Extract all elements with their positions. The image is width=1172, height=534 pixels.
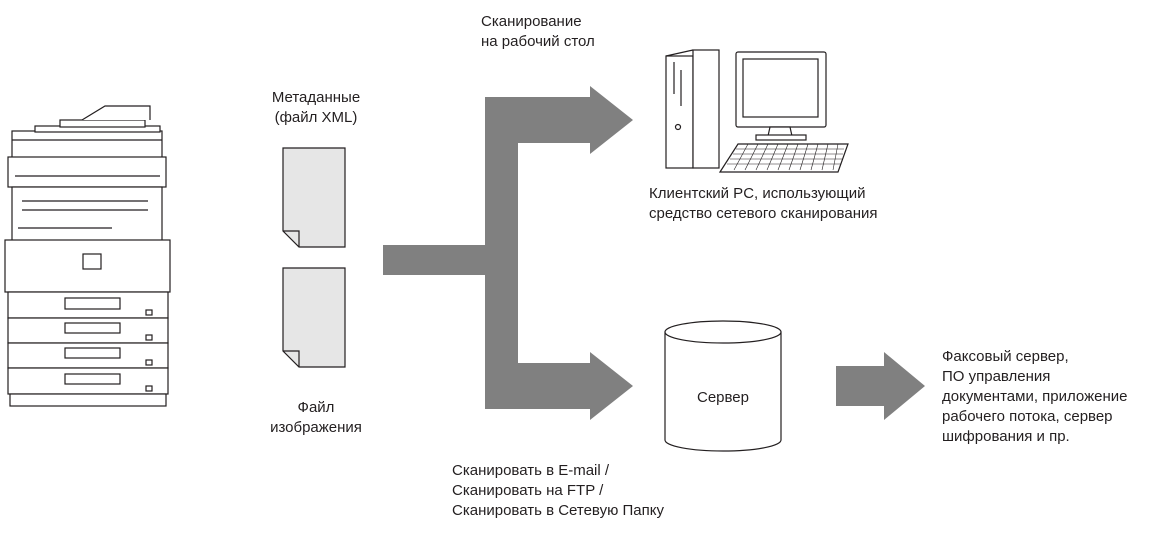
image-file-label-line-2: изображения [270,419,362,436]
client-pc-label-line-1: Клиентский PC, использующий [649,185,866,202]
metadata-document-icon [282,147,346,248]
downstream-label-line-5: шифрования и пр. [942,428,1070,445]
flow-arrows [383,86,925,420]
downstream-label-line-3: документами, приложение [942,388,1128,405]
scan-methods-label: Сканировать в E-mail / Сканировать на FT… [452,461,664,521]
downstream-label: Факсовый сервер, ПО управления документа… [942,347,1128,447]
image-document-icon [282,267,346,368]
scan-to-desktop-label-line-1: Сканирование [481,13,582,30]
server-cylinder-icon [664,320,782,452]
scan-to-desktop-label-line-2: на рабочий стол [481,33,595,50]
scan-methods-label-line-3: Сканировать в Сетевую Папку [452,502,664,519]
metadata-label-line-1: Метаданные [271,89,361,106]
server-to-apps-arrow [836,352,925,420]
client-pc-label: Клиентский PC, использующий средство сет… [649,184,877,224]
downstream-label-line-2: ПО управления [942,368,1051,385]
client-pc-label-line-2: средство сетевого сканирования [649,205,878,222]
image-file-label-line-1: Файл [297,399,335,416]
server-label: Сервер [696,389,749,406]
scan-methods-label-line-2: Сканировать на FTP / [452,482,604,499]
main-branch-arrow [383,86,633,420]
scan-to-desktop-label: Сканирование на рабочий стол [481,12,595,52]
metadata-label: Метаданные (файл XML) [256,88,376,128]
downstream-label-line-4: рабочего потока, сервер [942,408,1113,425]
metadata-label-line-2: (файл XML) [274,109,358,126]
scan-methods-label-line-1: Сканировать в E-mail / [452,462,610,479]
desktop-computer-icon [665,49,849,173]
mfp-icon [4,105,171,407]
downstream-label-line-1: Факсовый сервер, [942,348,1069,365]
image-file-label: Файл изображения [256,398,376,438]
